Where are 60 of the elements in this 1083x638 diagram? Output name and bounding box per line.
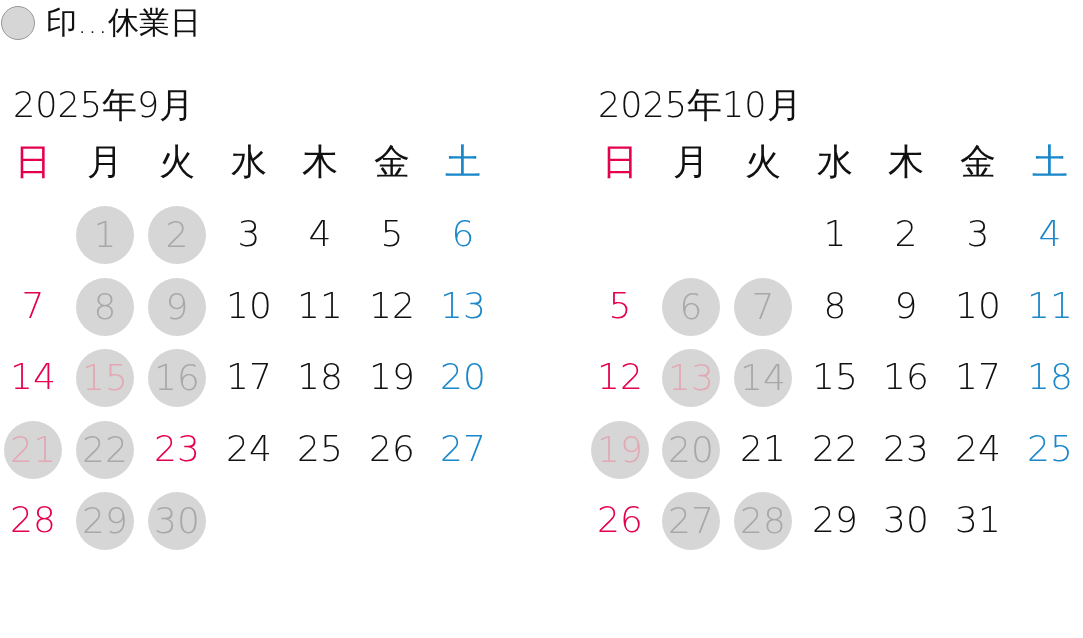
day-number: 21 [739, 431, 787, 467]
weekday-label: 金 [373, 144, 411, 180]
day-number: 5 [379, 216, 405, 252]
day-number: 24 [225, 431, 273, 467]
day-number: 17 [225, 359, 273, 395]
day-number: 29 [811, 502, 859, 538]
weekday-label: 月 [86, 144, 124, 180]
day-number: 9 [893, 288, 919, 324]
weekday-label: 火 [158, 144, 196, 180]
day-number: 4 [1037, 216, 1063, 252]
weekday-label: 火 [744, 144, 782, 180]
weekday-label: 木 [301, 144, 339, 180]
weekday-label: 月 [672, 144, 710, 180]
day-number: 23 [882, 431, 930, 467]
day-number: 10 [225, 288, 273, 324]
weekday-label: 土 [1031, 144, 1069, 180]
month-title: 2025年9月 [13, 88, 195, 123]
weekday-label: 土 [444, 144, 482, 180]
day-number: 28 [9, 502, 57, 538]
day-number: 10 [954, 288, 1002, 324]
day-number: 2 [893, 216, 919, 252]
day-number: 27 [439, 431, 487, 467]
day-number: 3 [965, 216, 991, 252]
day-number: 26 [368, 431, 416, 467]
weekday-label: 日 [601, 144, 639, 180]
day-number: 23 [153, 431, 201, 467]
day-number: 16 [882, 359, 930, 395]
day-number: 7 [20, 288, 46, 324]
day-number: 31 [954, 502, 1002, 538]
weekday-label: 水 [230, 144, 268, 180]
day-number: 30 [882, 502, 930, 538]
day-number: 19 [368, 359, 416, 395]
day-number: 3 [236, 216, 262, 252]
weekday-label: 水 [816, 144, 854, 180]
day-number: 15 [811, 359, 859, 395]
day-number: 25 [1026, 431, 1074, 467]
weekday-label: 日 [14, 144, 52, 180]
day-number: 4 [307, 216, 333, 252]
day-number: 12 [368, 288, 416, 324]
day-number: 18 [1026, 359, 1074, 395]
day-number: 11 [1026, 288, 1074, 324]
day-number: 14 [9, 359, 57, 395]
day-number: 1 [822, 216, 848, 252]
month-title: 2025年10月 [598, 88, 802, 123]
day-number: 13 [439, 288, 487, 324]
day-number: 20 [439, 359, 487, 395]
day-number: 6 [450, 216, 476, 252]
day-number: 22 [811, 431, 859, 467]
day-number: 18 [296, 359, 344, 395]
day-number: 26 [596, 502, 644, 538]
day-number: 11 [296, 288, 344, 324]
legend-text: 印…休業日 [46, 7, 201, 38]
day-number: 12 [596, 359, 644, 395]
day-number: 25 [296, 431, 344, 467]
day-number: 17 [954, 359, 1002, 395]
weekday-label: 木 [887, 144, 925, 180]
day-number: 8 [822, 288, 848, 324]
weekday-label: 金 [959, 144, 997, 180]
day-number: 24 [954, 431, 1002, 467]
day-number: 5 [607, 288, 633, 324]
